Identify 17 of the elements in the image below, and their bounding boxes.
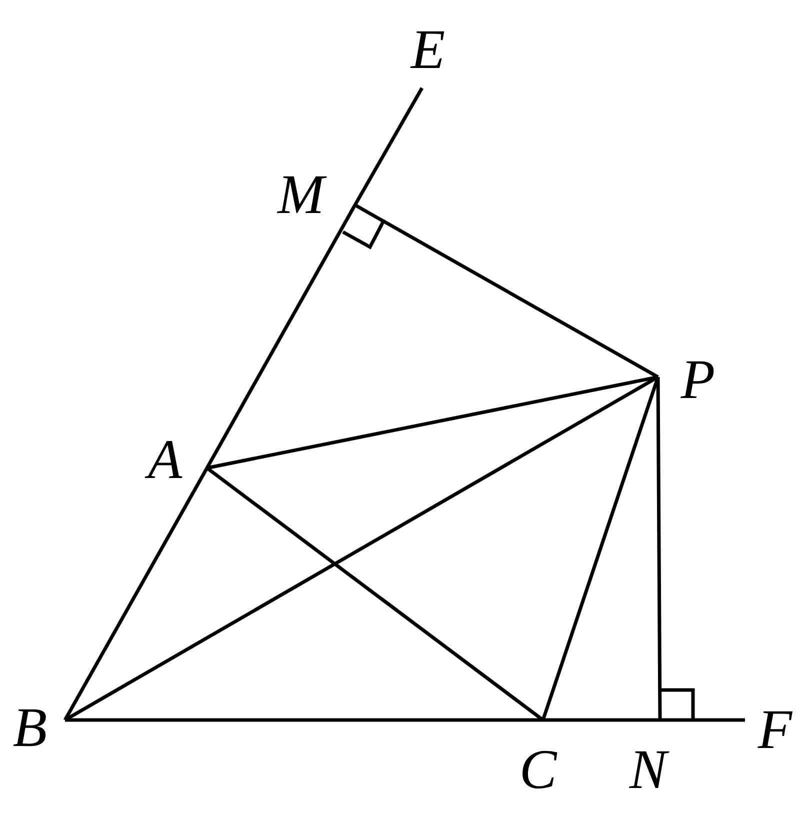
point-label: E bbox=[410, 22, 446, 78]
point-label: N bbox=[629, 742, 667, 798]
line-segment bbox=[354, 203, 659, 379]
line-segment bbox=[656, 377, 662, 720]
point-label: C bbox=[519, 742, 557, 798]
line-segment bbox=[543, 718, 660, 722]
line-segment bbox=[541, 376, 660, 721]
line-segment bbox=[206, 466, 544, 722]
line-segment bbox=[353, 87, 424, 206]
line-segment bbox=[65, 718, 543, 722]
line-segment bbox=[63, 467, 209, 721]
line-segment bbox=[660, 718, 745, 722]
point-label: F bbox=[758, 702, 792, 758]
point-label: P bbox=[680, 352, 716, 408]
line-segment bbox=[205, 204, 357, 469]
point-label: M bbox=[278, 167, 324, 223]
point-label: B bbox=[12, 700, 48, 756]
